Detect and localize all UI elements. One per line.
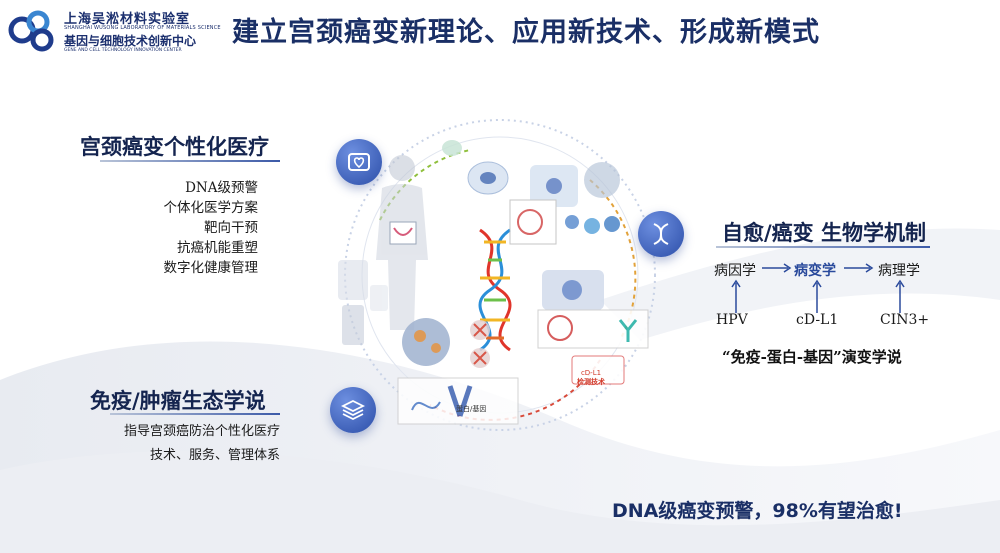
detect-label: cD-L1 检测技术 — [571, 369, 611, 387]
list-item: 抗癌机能重塑 — [177, 240, 258, 256]
logo-name: 上海吴淞材料实验室 — [64, 12, 191, 27]
dna-helix — [478, 228, 512, 352]
list-item: 个体化医学方案 — [163, 200, 259, 216]
stage-etiology: 病因学 — [714, 263, 756, 279]
title-underline — [716, 246, 930, 248]
cure-banner: DNA级癌变预警，98%有望治愈! — [612, 500, 903, 522]
logo-name-en: SHANGHAI WUSONG LABORATORY OF MATERIALS … — [64, 25, 221, 31]
dna-icon — [638, 211, 684, 257]
protein-gene-label: 蛋白/基因 — [456, 405, 487, 413]
logo-center-en: GENE AND CELL TECHNOLOGY INNOVATION CENT… — [64, 48, 182, 53]
stage-lesion: 病变学 — [794, 263, 836, 279]
logo-mark-icon — [8, 10, 54, 52]
list-item: 指导宫颈癌防治个性化医疗 — [123, 424, 280, 439]
stage-row: 病变学 — [794, 260, 836, 280]
immune-tumor-title: 免疫/肿瘤生态学说 — [90, 389, 266, 413]
title-underline — [110, 413, 280, 415]
logo-center: 基因与细胞技术创新中心 — [64, 34, 197, 48]
cell-images — [442, 140, 620, 245]
personalized-medicine-title: 宫颈癌变个性化医疗 — [80, 135, 269, 159]
marker-cin3: CIN3+ — [880, 312, 930, 328]
mechanism-arrows — [731, 263, 905, 313]
list-item: 技术、服务、管理体系 — [149, 448, 280, 463]
stage-row: 病因学 — [714, 260, 756, 280]
protein-panel — [537, 270, 649, 385]
list-item: DNA级预警 — [185, 180, 258, 196]
layers-icon — [330, 387, 376, 433]
medical-equipment-icon — [338, 260, 388, 345]
marker-cdl1: cD-L1 — [796, 312, 839, 328]
page-title: 建立宫颈癌变新理论、应用新技术、形成新模式 — [232, 17, 820, 48]
detect-label-line2: 检测技术 — [577, 378, 605, 386]
immune-tumor-lines: 指导宫颈癌防治个性化医疗 技术、服务、管理体系 — [124, 420, 280, 468]
lab-logo: 上海吴淞材料实验室 SHANGHAI WUSONG LABORATORY OF … — [8, 6, 221, 58]
mechanism-title: 自愈/癌变 生物学机制 — [722, 221, 926, 245]
detect-label-line1: cD-L1 — [580, 369, 602, 377]
title-underline — [100, 160, 280, 162]
immune-cells — [397, 318, 519, 425]
list-item: 数字化健康管理 — [163, 260, 259, 276]
list-item: 靶向干预 — [204, 220, 258, 236]
center-illustration — [338, 119, 656, 431]
stage-row: 病理学 — [878, 260, 920, 280]
stage-pathology: 病理学 — [878, 263, 920, 279]
heart-card-icon — [336, 139, 382, 185]
marker-hpv: HPV — [716, 312, 748, 328]
human-figure-icon — [376, 155, 428, 330]
personalized-medicine-list: DNA级预警 个体化医学方案 靶向干预 抗癌机能重塑 数字化健康管理 — [164, 178, 259, 278]
evolution-theory: “免疫-蛋白-基因”演变学说 — [722, 348, 902, 366]
